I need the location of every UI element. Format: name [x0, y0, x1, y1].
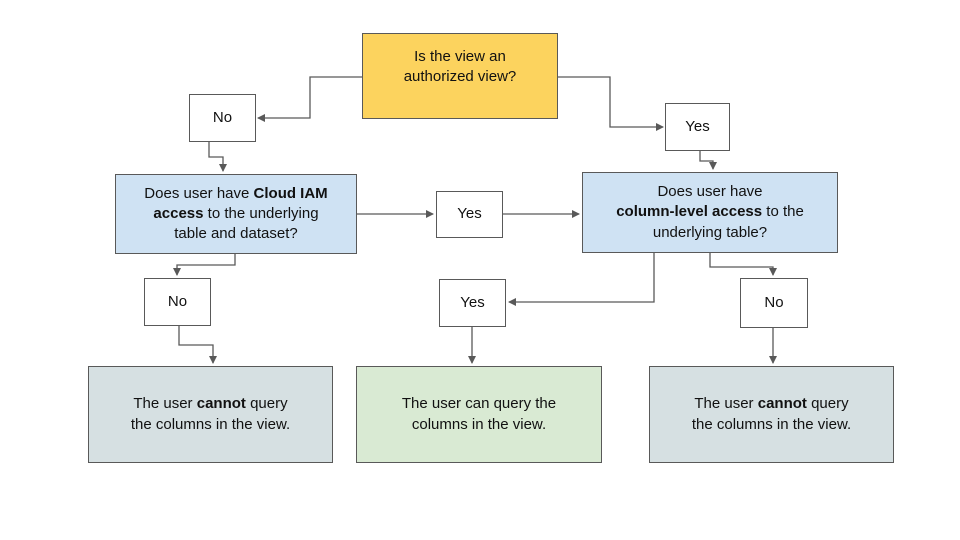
decision-authorized-view: Is the view an authorized view?	[362, 33, 558, 119]
node-text: Is the view an authorized view?	[403, 47, 517, 85]
branch-label-no-top: No	[189, 94, 256, 142]
connector-root-to-no	[257, 76, 362, 122]
branch-label-yes-mid: Yes	[436, 191, 503, 238]
branch-label-no-right: No	[740, 278, 808, 328]
connector-iam-to-no-left	[173, 254, 236, 276]
connector-no-to-iam-question	[208, 142, 227, 172]
node-text: Does user have Cloud IAM access to the u…	[144, 184, 328, 243]
connector-root-to-yes	[558, 76, 664, 131]
node-text: The user can query the columns in the vi…	[401, 395, 557, 433]
branch-label-no-left: No	[144, 278, 211, 326]
connector-yes-to-cls-question	[699, 151, 717, 170]
branch-label-yes-bottom: Yes	[439, 279, 506, 327]
connector-cls-to-yes-bottom	[508, 253, 655, 306]
decision-cloud-iam-access: Does user have Cloud IAM access to the u…	[115, 174, 357, 254]
node-text: The user cannot query the columns in the…	[130, 395, 291, 433]
result-cannot-query-right: The user cannot query the columns in the…	[649, 366, 894, 463]
branch-label-yes-top: Yes	[665, 103, 730, 151]
connector-cls-to-no-right	[709, 253, 777, 276]
decision-column-level-access: Does user have column-level access to th…	[582, 172, 838, 253]
result-cannot-query-left: The user cannot query the columns in the…	[88, 366, 333, 463]
result-can-query: The user can query the columns in the vi…	[356, 366, 602, 463]
node-text: The user cannot query the columns in the…	[691, 395, 852, 433]
connector-no-left-to-result	[178, 326, 217, 364]
node-text: Does user have column-level access to th…	[616, 183, 804, 241]
